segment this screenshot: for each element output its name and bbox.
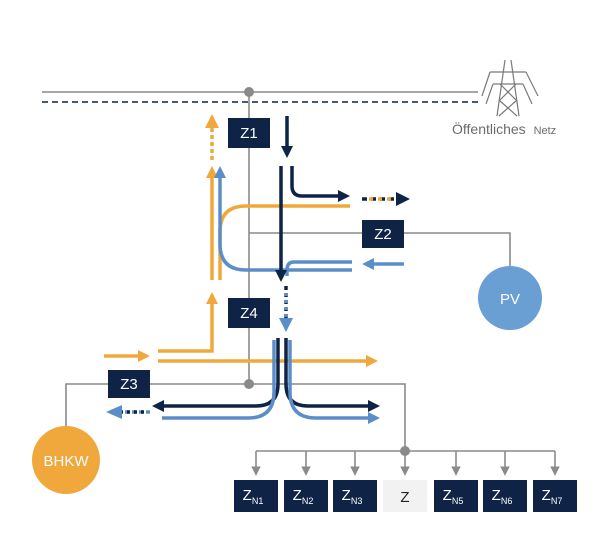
pv-branch-line xyxy=(249,232,511,270)
meter-z4-label: Z4 xyxy=(240,305,258,322)
consumer-meter-2-label: Z xyxy=(293,487,302,504)
svg-text:Z: Z xyxy=(400,489,409,506)
consumer-meter-1-label: Z xyxy=(243,487,252,504)
consumer-meter-5-label: Z xyxy=(443,487,452,504)
bhkw-label: BHKW xyxy=(44,453,90,470)
consumer-meter-5-sub: N5 xyxy=(452,496,464,506)
consumer-meter-6[interactable]: ZN6 xyxy=(483,480,527,512)
orange-upflow-lower xyxy=(158,292,218,353)
consumer-meter-5[interactable]: ZN5 xyxy=(434,480,478,512)
consumer-meter-7[interactable]: ZN7 xyxy=(533,480,577,512)
consumer-feed-line xyxy=(249,383,406,451)
bhkw-input-arrow xyxy=(104,350,150,362)
svg-text:ZN5: ZN5 xyxy=(443,487,464,506)
meter-z3[interactable]: Z3 xyxy=(108,370,150,398)
consumer-meter-3[interactable]: ZN3 xyxy=(333,480,377,512)
consumer-drop-arrows xyxy=(251,451,560,476)
consumer-meter-3-sub: N3 xyxy=(351,496,363,506)
meter-z3-label: Z3 xyxy=(120,376,138,393)
svg-text:ZN6: ZN6 xyxy=(492,487,513,506)
navy-to-z2-dashed xyxy=(362,192,410,206)
consumer-meter-4-label: Z xyxy=(400,489,409,506)
navy-to-z2-flow xyxy=(290,166,350,202)
grid-label: Öffentliches Netz xyxy=(452,120,556,137)
consumer-meter-1-sub: N1 xyxy=(252,496,264,506)
svg-text:ZN7: ZN7 xyxy=(542,487,563,506)
meter-z1[interactable]: Z1 xyxy=(228,118,270,148)
pv-internal-flow xyxy=(214,166,352,276)
grid-import-arrow xyxy=(281,116,293,158)
navy-down-flow xyxy=(275,166,287,282)
svg-text:ZN3: ZN3 xyxy=(342,487,363,506)
consumer-meter-1[interactable]: ZN1 xyxy=(234,480,278,512)
consumer-meter-4[interactable]: Z xyxy=(383,480,427,512)
grid-junction-dot xyxy=(244,87,254,97)
pv-input-arrow xyxy=(362,258,404,270)
consumer-meter-2-sub: N2 xyxy=(302,496,314,506)
svg-text:ZN2: ZN2 xyxy=(293,487,314,506)
meter-z2-label: Z2 xyxy=(374,226,392,243)
bhkw-branch-line xyxy=(65,383,249,430)
consumer-meter-7-label: Z xyxy=(542,487,551,504)
power-pylon-icon xyxy=(481,59,539,117)
consumer-meter-2[interactable]: ZN2 xyxy=(284,480,328,512)
bhkw-output-arrow xyxy=(106,405,150,419)
orange-to-grid-arrow xyxy=(205,114,219,160)
z4-down-dashed xyxy=(279,286,293,332)
consumer-meter-7-sub: N7 xyxy=(551,496,563,506)
meter-z4[interactable]: Z4 xyxy=(228,298,270,328)
orange-consumer-flow xyxy=(158,355,378,367)
bhkw-source[interactable]: BHKW xyxy=(32,426,100,494)
consumer-meter-6-sub: N6 xyxy=(501,496,513,506)
meter-z2[interactable]: Z2 xyxy=(362,220,404,248)
svg-text:ZN1: ZN1 xyxy=(243,487,264,506)
pv-label: PV xyxy=(500,291,520,308)
pv-source[interactable]: PV xyxy=(478,266,542,330)
meter-z1-label: Z1 xyxy=(240,125,258,142)
lower-split-flows xyxy=(152,338,380,424)
consumer-meter-6-label: Z xyxy=(492,487,501,504)
consumer-meter-3-label: Z xyxy=(342,487,351,504)
